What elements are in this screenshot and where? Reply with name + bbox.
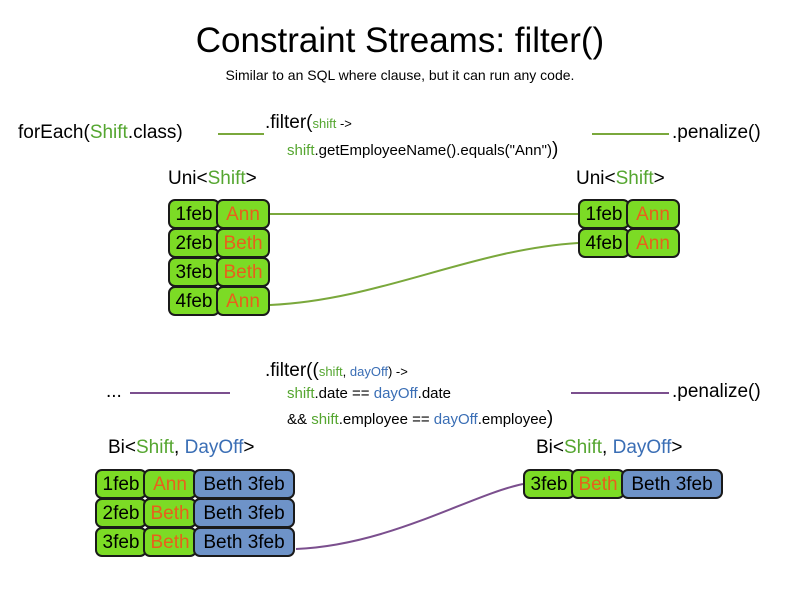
bi-out-label-prefix: Bi< (536, 437, 564, 458)
foreach-expression: forEach(Shift.class) (18, 122, 183, 144)
bi-in-label-comma: , (174, 437, 185, 458)
table-row[interactable]: 1feb Ann (578, 199, 680, 229)
filter-bi-arrow: ) -> (387, 364, 408, 379)
table-row[interactable]: 3feb Beth (168, 257, 270, 287)
cell-name: Beth (571, 469, 625, 499)
filter-uni-body-var: shift (287, 142, 315, 159)
page-title: Constraint Streams: filter() (195, 21, 605, 60)
bi-out-table: 3feb Beth Beth 3feb (523, 469, 723, 499)
filter-uni-head: .filter(shift -> (265, 112, 352, 134)
cell-date: 4feb (578, 228, 630, 258)
filter-bi-open: .filter(( (265, 360, 319, 381)
bi-line1-end: .date (417, 385, 452, 402)
cell-dayoff: Beth 3feb (621, 469, 723, 499)
filter-uni-close: ) (551, 139, 559, 160)
cell-date: 1feb (95, 469, 147, 499)
filter-bi-param2: dayOff (349, 364, 388, 379)
uni-out-type-label: Uni<Shift> (576, 168, 665, 190)
cell-name: Beth (216, 257, 270, 287)
cell-name: Ann (626, 228, 680, 258)
uni-out-label-type: Shift (615, 168, 654, 189)
penalize-uni: .penalize() (672, 122, 761, 143)
filter-uni-open: .filter( (265, 112, 313, 133)
bi-out-type-label: Bi<Shift, DayOff> (536, 437, 682, 459)
uni-out-label-prefix: Uni< (576, 168, 616, 189)
filter-bi-body-line1: shift.date == dayOff.date (287, 385, 451, 403)
cell-name: Ann (143, 469, 197, 499)
foreach-type: Shift (89, 122, 128, 143)
table-row[interactable]: 1feb Ann (168, 199, 270, 229)
page-subtitle: Similar to an SQL where clause, but it c… (225, 67, 575, 83)
connector-filter-penalize-bi (571, 392, 669, 394)
bi-line1-var1: shift (287, 385, 315, 402)
bi-out-label-suffix: > (671, 437, 683, 458)
bi-source-ellipsis: ... (106, 381, 122, 402)
cell-date: 3feb (523, 469, 575, 499)
cell-name: Beth (143, 498, 197, 528)
filter-uni-arrow: -> (336, 116, 352, 131)
filter-bi-close: ) (546, 408, 554, 429)
uni-in-table: 1feb Ann 2feb Beth 3feb Beth 4feb Ann (168, 199, 270, 316)
cell-date: 1feb (578, 199, 630, 229)
filter-bi-comma: , (342, 364, 350, 379)
bi-line2-prefix: && (287, 411, 312, 428)
bi-line2-end: .employee (477, 411, 547, 428)
bi-out-label-type1: Shift (564, 437, 603, 458)
bi-line1-var2: dayOff (373, 385, 418, 402)
cell-date: 3feb (95, 527, 147, 557)
uni-out-table: 1feb Ann 4feb Ann (578, 199, 680, 258)
cell-name: Beth (216, 228, 270, 258)
bi-in-label-type2: DayOff (184, 437, 244, 458)
table-row[interactable]: 1feb Ann Beth 3feb (95, 469, 295, 499)
bi-in-table: 1feb Ann Beth 3feb 2feb Beth Beth 3feb 3… (95, 469, 295, 557)
cell-date: 1feb (168, 199, 220, 229)
connector-filter-penalize (592, 133, 669, 135)
cell-name: Beth (143, 527, 197, 557)
filter-uni-body-rest: .getEmployeeName().equals("Ann") (314, 142, 552, 159)
foreach-prefix: forEach( (18, 122, 90, 143)
bi-in-type-label: Bi<Shift, DayOff> (108, 437, 254, 459)
table-row[interactable]: 4feb Ann (168, 286, 270, 316)
table-row[interactable]: 2feb Beth Beth 3feb (95, 498, 295, 528)
uni-out-label-suffix: > (653, 168, 665, 189)
table-row[interactable]: 4feb Ann (578, 228, 680, 258)
bi-line2-var1: shift (311, 411, 339, 428)
cell-date: 2feb (168, 228, 220, 258)
foreach-suffix: .class) (127, 122, 183, 143)
filter-bi-body-line2: && shift.employee == dayOff.employee) (287, 408, 553, 430)
cell-name: Ann (216, 199, 270, 229)
table-row[interactable]: 2feb Beth (168, 228, 270, 258)
cell-name: Ann (626, 199, 680, 229)
bi-out-label-comma: , (602, 437, 613, 458)
cell-name: Ann (216, 286, 270, 316)
bi-in-label-suffix: > (243, 437, 255, 458)
cell-date: 2feb (95, 498, 147, 528)
bi-line1-mid: .date == (314, 385, 374, 402)
bi-out-label-type2: DayOff (612, 437, 672, 458)
bi-in-label-type1: Shift (136, 437, 175, 458)
bi-line2-var2: dayOff (433, 411, 478, 428)
filter-bi-param1: shift (318, 364, 343, 379)
cell-dayoff: Beth 3feb (193, 527, 295, 557)
table-row[interactable]: 3feb Beth Beth 3feb (523, 469, 723, 499)
bi-in-label-prefix: Bi< (108, 437, 136, 458)
uni-in-label-type: Shift (207, 168, 246, 189)
uni-in-label-prefix: Uni< (168, 168, 208, 189)
penalize-bi: .penalize() (672, 381, 761, 402)
uni-in-type-label: Uni<Shift> (168, 168, 257, 190)
uni-in-label-suffix: > (245, 168, 257, 189)
connector-foreach-filter (218, 133, 264, 135)
filter-uni-body: shift.getEmployeeName().equals("Ann")) (287, 139, 558, 161)
bi-line2-mid: .employee == (338, 411, 434, 428)
cell-date: 4feb (168, 286, 220, 316)
cell-dayoff: Beth 3feb (193, 498, 295, 528)
filter-bi-head: .filter((shift, dayOff) -> (265, 360, 408, 382)
table-row[interactable]: 3feb Beth Beth 3feb (95, 527, 295, 557)
cell-dayoff: Beth 3feb (193, 469, 295, 499)
cell-date: 3feb (168, 257, 220, 287)
connector-source-filter-bi (130, 392, 230, 394)
filter-uni-lambda-param: shift (312, 116, 337, 131)
